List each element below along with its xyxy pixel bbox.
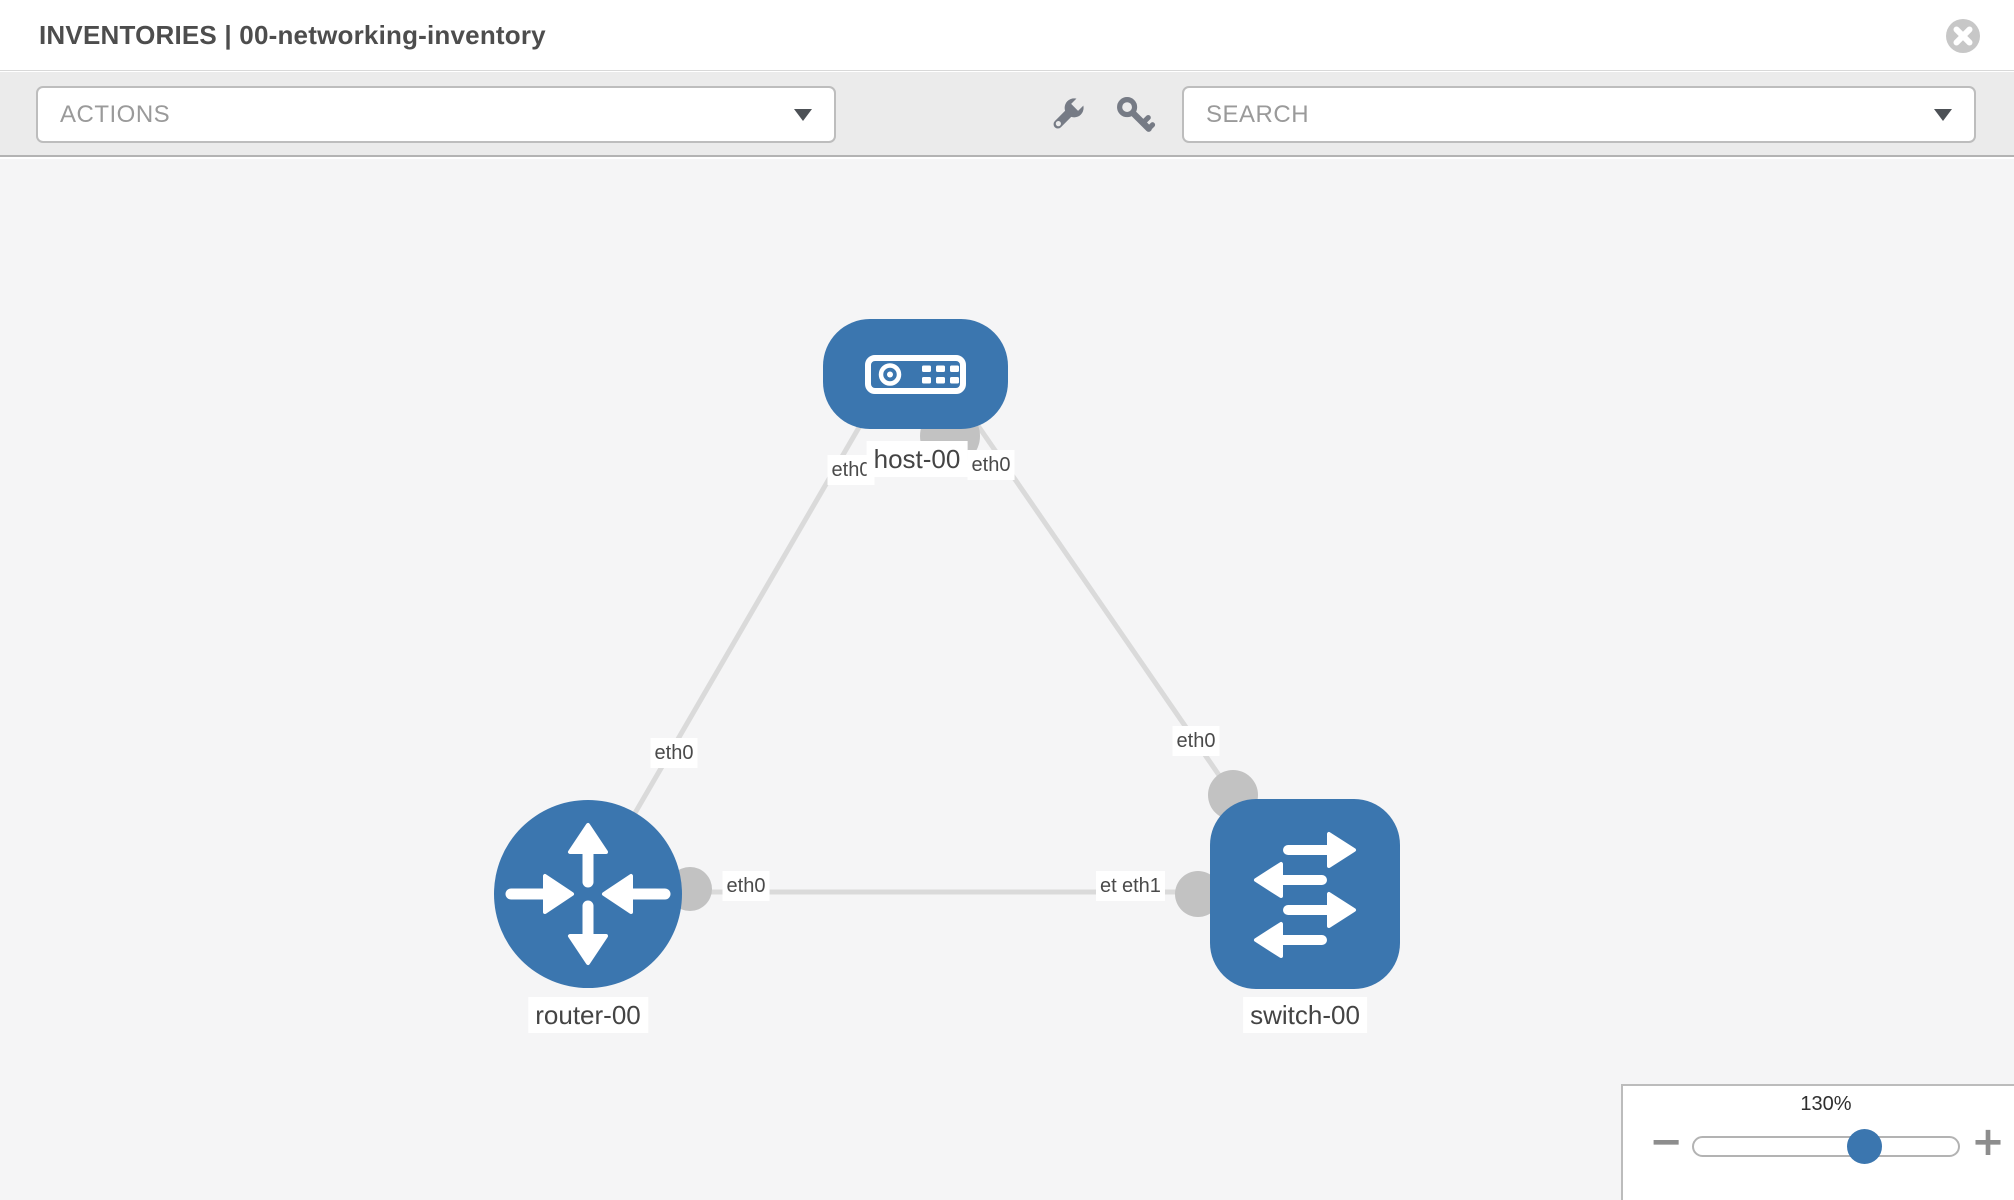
actions-dropdown-label: ACTIONS bbox=[60, 100, 171, 128]
chevron-down-icon bbox=[794, 108, 812, 121]
actions-dropdown[interactable]: ACTIONS bbox=[36, 86, 836, 143]
zoom-out-button[interactable]: − bbox=[1646, 1119, 1686, 1165]
node-router[interactable] bbox=[494, 800, 682, 988]
panel-header: INVENTORIES | 00-networking-inventory bbox=[0, 0, 2014, 71]
page-title: INVENTORIES | 00-networking-inventory bbox=[39, 19, 546, 50]
search-dropdown-label: SEARCH bbox=[1206, 100, 1310, 128]
interface-label: eth0 bbox=[827, 455, 875, 485]
topology-svg bbox=[494, 319, 1400, 989]
toolbar: ACTIONS SEARCH bbox=[0, 72, 2014, 157]
close-icon bbox=[1946, 19, 1980, 53]
credentials-button[interactable] bbox=[1112, 92, 1158, 138]
port-switch-eth1 bbox=[1175, 871, 1221, 917]
interface-label: eth1 bbox=[1118, 871, 1165, 901]
node-label-router: router-00 bbox=[528, 997, 648, 1033]
node-label-switch: switch-00 bbox=[1243, 997, 1367, 1033]
node-switch[interactable] bbox=[1210, 799, 1400, 989]
search-dropdown[interactable]: SEARCH bbox=[1182, 86, 1976, 143]
zoom-percentage: 130% bbox=[1800, 1093, 1852, 1115]
zoom-panel: 130% − + bbox=[1621, 1084, 2014, 1200]
interface-label: eth0 bbox=[650, 738, 698, 768]
close-button[interactable] bbox=[1944, 17, 1982, 55]
node-label-host: host-00 bbox=[866, 441, 968, 477]
configure-button[interactable] bbox=[1044, 92, 1090, 138]
wrench-icon bbox=[1053, 96, 1086, 129]
interface-label: eth0 bbox=[1172, 726, 1220, 756]
node-host[interactable] bbox=[823, 319, 1008, 429]
switch-icon bbox=[1254, 832, 1356, 958]
interface-label: eth0 bbox=[967, 450, 1015, 480]
key-icon bbox=[1117, 97, 1156, 132]
topology-canvas[interactable]: eth0 host-00 eth0 eth0 eth0 eth0 eth1 et… bbox=[0, 159, 2014, 1200]
chevron-down-icon bbox=[1934, 108, 1952, 121]
interface-label: eth0 bbox=[722, 871, 770, 901]
interface-ports bbox=[668, 406, 1258, 917]
router-icon bbox=[505, 823, 671, 965]
host-icon bbox=[865, 355, 966, 394]
links bbox=[585, 415, 1235, 896]
zoom-slider-knob[interactable] bbox=[1847, 1129, 1882, 1164]
zoom-slider-track[interactable] bbox=[1692, 1136, 1960, 1157]
zoom-in-button[interactable]: + bbox=[1968, 1119, 2008, 1165]
